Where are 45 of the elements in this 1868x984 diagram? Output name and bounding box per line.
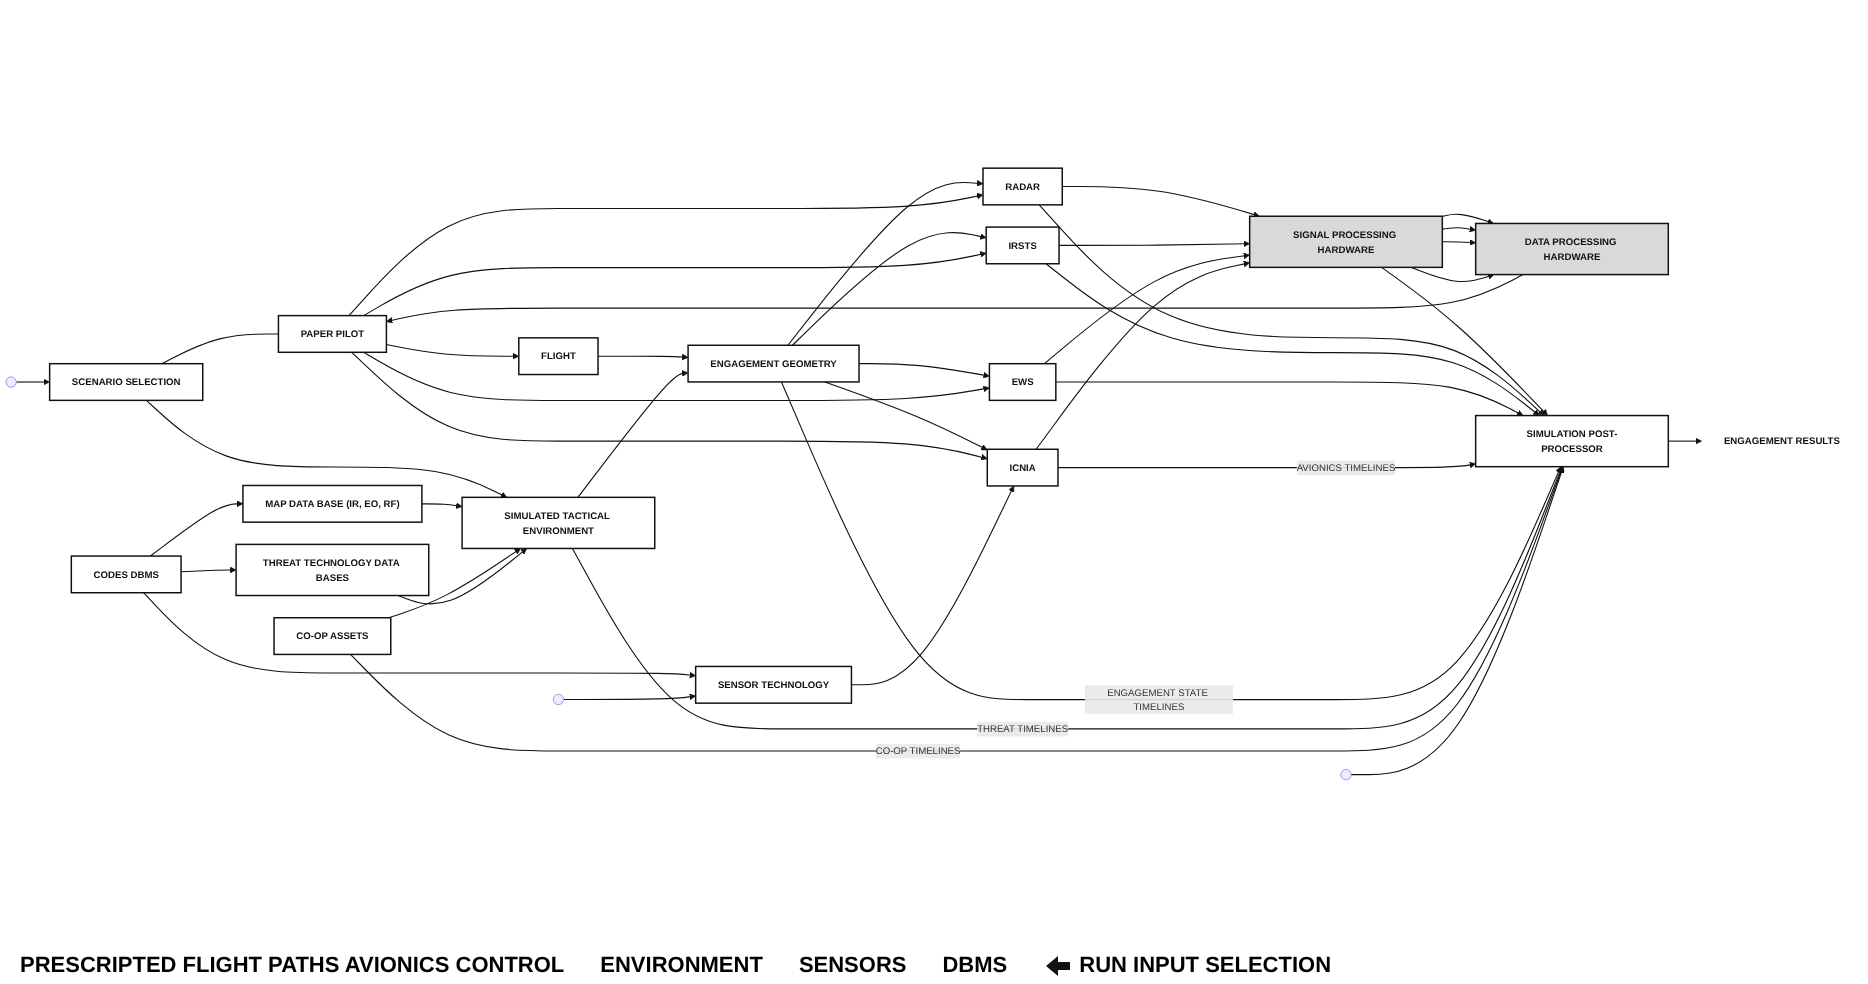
arrow — [180, 566, 237, 574]
arrow — [421, 502, 463, 509]
arrow — [145, 399, 508, 498]
arrow — [597, 353, 689, 361]
arrow — [1038, 204, 1545, 416]
arrow — [348, 192, 984, 317]
arrow — [143, 592, 696, 679]
arrow — [386, 274, 1524, 324]
arrow — [1410, 266, 1495, 283]
region-label: DBMS — [942, 954, 1008, 978]
arrow — [563, 693, 696, 701]
arrow — [1035, 260, 1250, 450]
arrow — [1441, 225, 1476, 233]
region-label: SENSORS — [798, 954, 907, 978]
legend-label: RUN INPUT SELECTION — [1079, 954, 1332, 978]
arrow — [1441, 213, 1494, 225]
arrow — [791, 232, 987, 346]
arrow — [397, 548, 527, 605]
arrow — [1058, 240, 1250, 248]
arrow — [1045, 263, 1540, 416]
arrow — [787, 180, 984, 346]
arrow — [1055, 381, 1524, 416]
arrow — [577, 370, 689, 498]
arrow — [1350, 466, 1565, 776]
arrow — [780, 381, 1562, 701]
region-label: ENVIRONMENT — [600, 954, 763, 978]
connector — [161, 333, 279, 365]
arrow — [1441, 239, 1476, 246]
arrow — [1043, 252, 1250, 365]
arrow — [858, 363, 990, 379]
arrow — [388, 548, 521, 619]
arrow — [363, 251, 987, 317]
arrow — [1381, 266, 1548, 416]
arrow — [349, 466, 1564, 752]
arrow — [385, 344, 520, 360]
arrow — [1061, 185, 1260, 218]
arrow — [363, 351, 990, 401]
arrow — [351, 351, 988, 461]
arrow — [15, 378, 50, 386]
arrow — [850, 485, 1015, 686]
arrow — [824, 381, 988, 451]
region-label: PRESCRIPTED FLIGHT PATHS AVIONICS CONTROL — [20, 954, 565, 978]
arrow — [1667, 437, 1702, 445]
arrow — [149, 500, 244, 557]
arrow — [571, 466, 1563, 730]
